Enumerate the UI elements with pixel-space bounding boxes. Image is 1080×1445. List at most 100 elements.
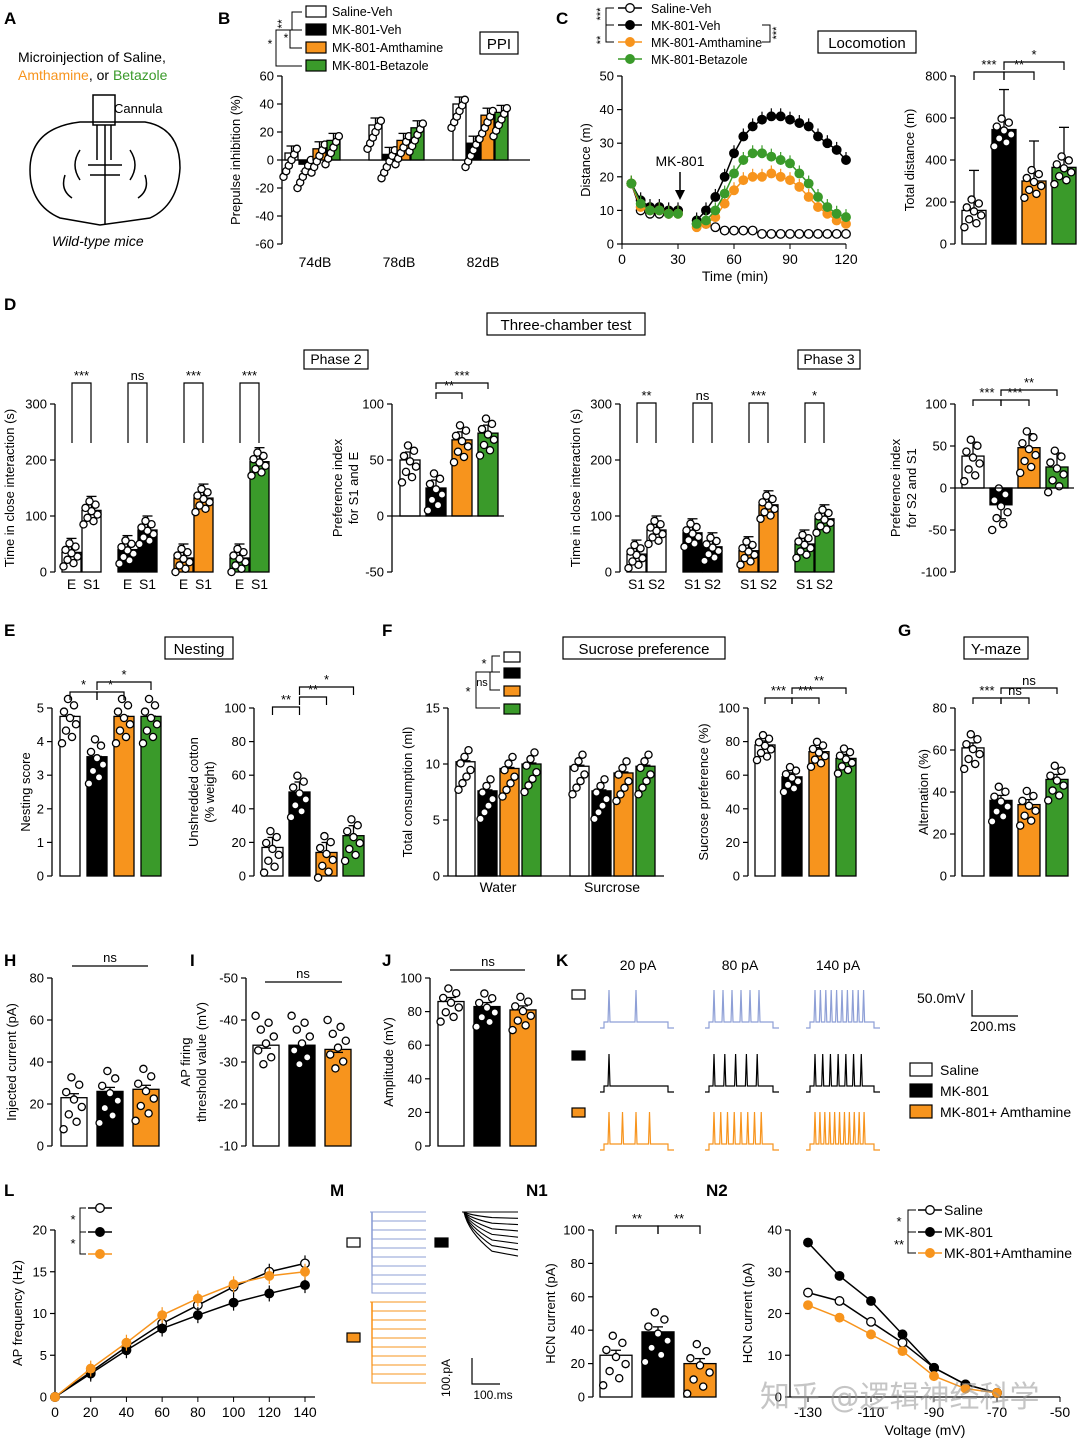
chart-e1-dot bbox=[65, 713, 75, 723]
chart-h-dot bbox=[100, 1103, 110, 1113]
box-label-loco: Locomotion bbox=[828, 35, 906, 52]
chart-d1-dot bbox=[191, 507, 200, 517]
chart-d4-dot bbox=[1050, 446, 1060, 455]
chart-d3-ytick-label: 100 bbox=[590, 509, 612, 524]
k-current-label: 80 pA bbox=[722, 957, 759, 973]
chart-e2-dot bbox=[293, 771, 302, 780]
chart-f2-dot bbox=[814, 748, 824, 757]
chart-c1-xtick-label: 30 bbox=[670, 251, 686, 267]
chart-f2-sig: ** bbox=[814, 673, 824, 688]
chart-d2-dot bbox=[433, 500, 443, 510]
chart-e1-dot bbox=[150, 701, 160, 710]
chart-d1-dot bbox=[195, 501, 204, 510]
chart-d3-dot bbox=[702, 540, 711, 549]
chart-c2-dot bbox=[1029, 177, 1039, 187]
chart-e2-sig: * bbox=[324, 672, 329, 687]
chart-d4-dot bbox=[1001, 490, 1010, 499]
chart-c1-point bbox=[766, 151, 777, 162]
chart-g-dot bbox=[996, 797, 1006, 806]
chart-f2-ytick-label: 0 bbox=[733, 869, 740, 884]
chart-c2-dot bbox=[972, 218, 981, 228]
chart-e2-dot bbox=[326, 837, 335, 847]
chart-c2-ytick-label: 0 bbox=[940, 237, 947, 252]
chart-f1-dot bbox=[488, 794, 497, 804]
chart-g-dot bbox=[970, 759, 980, 769]
chart-c2-bracket bbox=[973, 71, 1005, 80]
chart-n1-dot bbox=[650, 1308, 660, 1317]
chart-i-dot bbox=[266, 1053, 276, 1062]
chart-l-ylabel: AP frequency (Hz) bbox=[10, 1260, 25, 1366]
chart-c2-dot bbox=[967, 195, 976, 204]
chart-h-dot bbox=[141, 1086, 151, 1096]
chart-d1-xlabel: S1 bbox=[139, 576, 156, 592]
chart-d2-dot bbox=[449, 457, 459, 467]
chart-l-legend-marker bbox=[95, 1203, 105, 1213]
chart-f1-dot bbox=[612, 796, 621, 806]
chart-l-point bbox=[264, 1288, 275, 1299]
chart-d1-ytick-label: 100 bbox=[25, 509, 47, 524]
legend-b-label: Saline-Veh bbox=[332, 5, 393, 19]
chart-c1-point bbox=[654, 205, 665, 216]
chart-e2-sig: ** bbox=[281, 692, 291, 707]
legend-b-bracket bbox=[275, 29, 302, 67]
chart-f2-dot bbox=[756, 748, 766, 758]
chart-f1-dot bbox=[620, 783, 629, 793]
chart-f2-dot bbox=[762, 752, 772, 761]
chart-i-dot bbox=[264, 1018, 273, 1027]
chart-n1-dot bbox=[695, 1361, 705, 1370]
mice-label: Wild-type mice bbox=[52, 233, 144, 249]
chart-c2-dot bbox=[1020, 193, 1029, 203]
chart-f1-dot bbox=[596, 781, 605, 791]
chart-j-ytick-label: 100 bbox=[400, 971, 422, 986]
chart-l-point bbox=[157, 1310, 168, 1321]
chart-d3-bracket bbox=[692, 402, 713, 443]
chart-e1-dot bbox=[125, 720, 135, 729]
chart-n2-legend-label: MK-801 bbox=[944, 1224, 993, 1240]
chart-l-xtick-label: 0 bbox=[51, 1404, 59, 1420]
chart-f1-dot bbox=[578, 750, 587, 759]
chart-e1-ytick-label: 0 bbox=[37, 869, 44, 884]
chart-c1-point bbox=[673, 208, 683, 219]
chart-c2-dot bbox=[1066, 168, 1076, 177]
chart-f1-ylabel: Total consumption (ml) bbox=[400, 727, 415, 858]
chart-f2-bracket bbox=[791, 687, 847, 694]
chart-n2-xlabel: Voltage (mV) bbox=[885, 1422, 966, 1438]
chart-n2-ytick-label: 30 bbox=[768, 1264, 782, 1279]
chart-f1-dot bbox=[460, 752, 469, 762]
chart-h-dot bbox=[131, 1116, 140, 1126]
chart-d1-dot bbox=[251, 464, 260, 474]
chart-g-bracket bbox=[1000, 687, 1058, 694]
chart-n2-ylabel: HCN current (pA) bbox=[740, 1263, 755, 1363]
chart-d1-xlabel: E bbox=[123, 576, 132, 592]
chart-f2-ytick-label: 40 bbox=[726, 801, 740, 816]
chart-e2-dot bbox=[322, 849, 331, 859]
chart-d1-dot bbox=[233, 544, 242, 554]
chart-f1-dot bbox=[644, 750, 653, 759]
chart-c2-sig: ** bbox=[1014, 57, 1024, 72]
chart-c2-ytick-label: 600 bbox=[925, 111, 947, 126]
chart-f1-dot bbox=[572, 783, 581, 792]
chart-d3-bracket bbox=[804, 402, 825, 443]
chart-n2-point bbox=[834, 1270, 845, 1281]
chart-n2-point bbox=[897, 1346, 908, 1357]
chart-d3-ytick-label: 0 bbox=[605, 565, 612, 580]
chart-d4-sig: ** bbox=[1024, 375, 1034, 390]
chart-n1-dot bbox=[647, 1343, 656, 1353]
chart-j-ylabel: Amplitude (mV) bbox=[381, 1017, 396, 1107]
chart-f1-dot bbox=[500, 765, 509, 775]
chart-d1-sig: *** bbox=[242, 368, 257, 383]
chart-d4-dot bbox=[1059, 470, 1068, 479]
k-trace bbox=[705, 1053, 779, 1093]
chart-e1-dot bbox=[67, 732, 77, 742]
chart-d3-bracket bbox=[748, 402, 769, 443]
chart-i-dot bbox=[287, 1011, 296, 1021]
chart-f1-dot bbox=[508, 752, 517, 762]
chart-d2-dot bbox=[407, 472, 417, 482]
legend-c-bracket bbox=[605, 24, 614, 43]
chart-d4-dot bbox=[1054, 482, 1064, 491]
chart-g-dot bbox=[1054, 791, 1064, 800]
chart-l-ytick-label: 10 bbox=[33, 1306, 47, 1321]
chart-f1-ytick-label: 15 bbox=[426, 701, 440, 716]
chart-f2-dot bbox=[841, 755, 851, 764]
